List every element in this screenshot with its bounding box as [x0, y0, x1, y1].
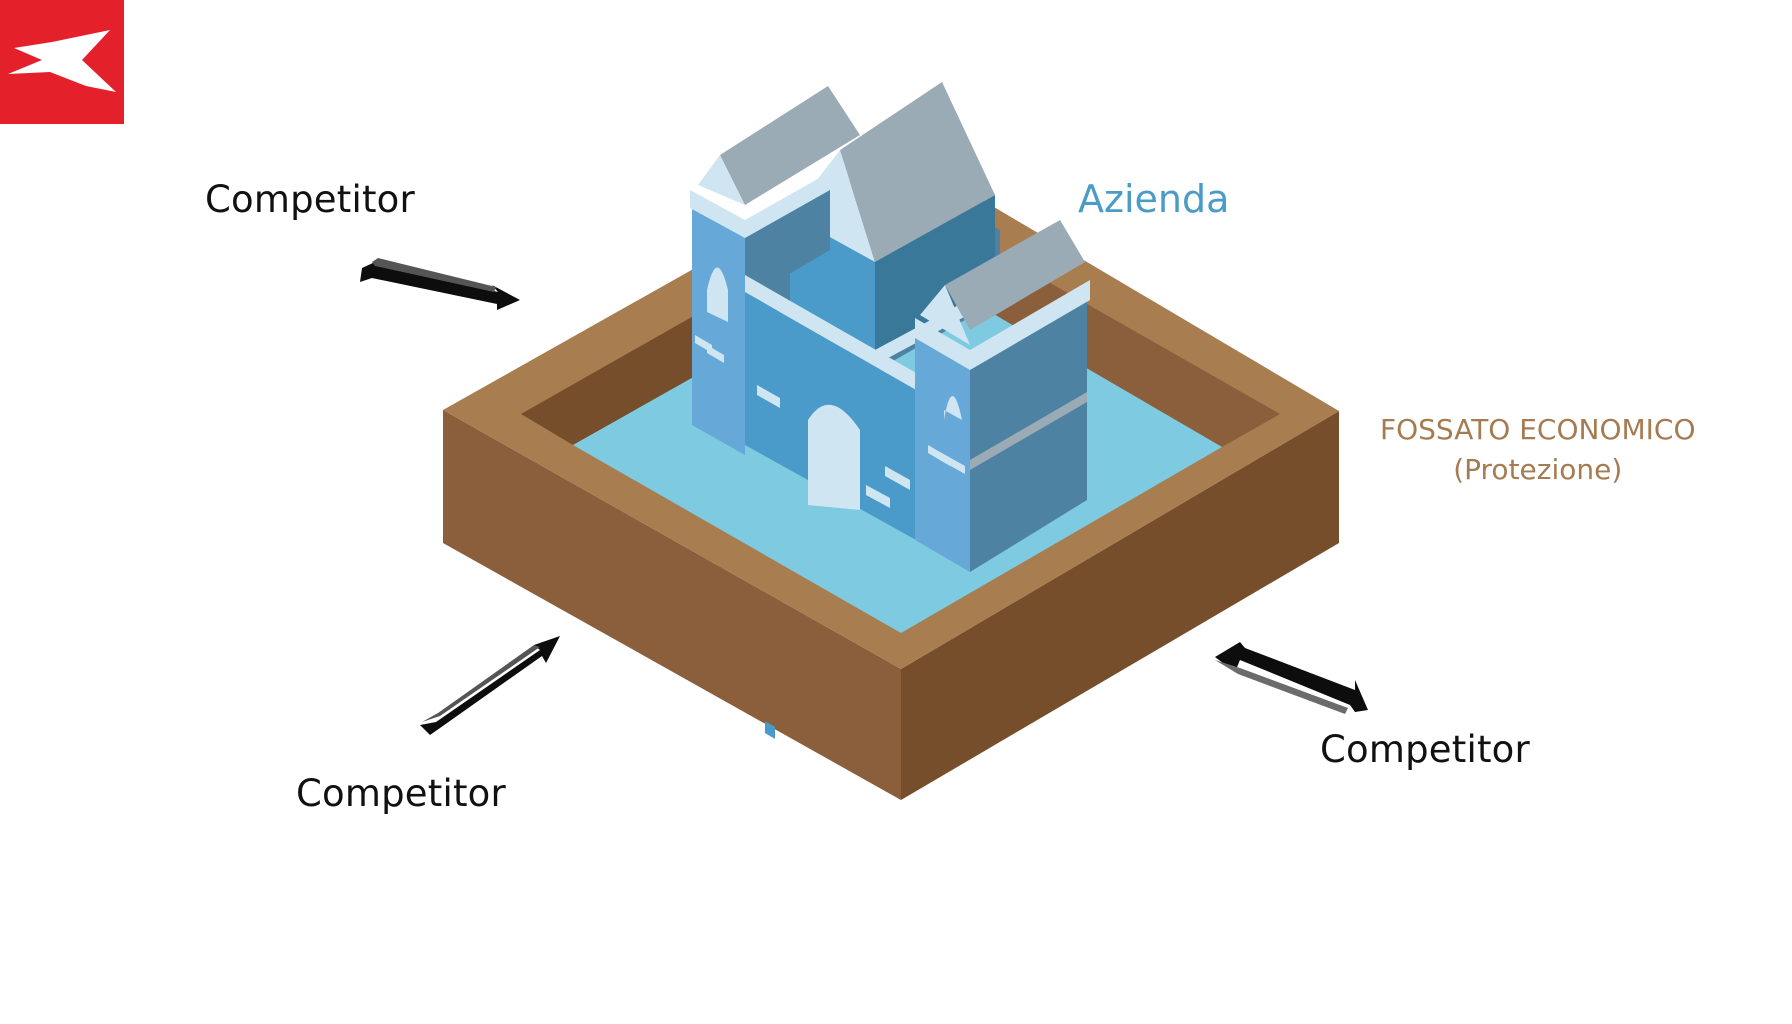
castle	[690, 82, 1090, 739]
brick	[757, 385, 780, 408]
right-tower-roof	[945, 220, 1085, 330]
brick	[885, 466, 910, 490]
moat-side-left	[443, 410, 901, 800]
brick	[707, 345, 724, 363]
crenellations	[765, 721, 775, 739]
left-tower-window	[707, 267, 728, 322]
competitor-arrow-top-left	[360, 258, 520, 310]
castle-front-battlement	[745, 275, 925, 395]
left-tower-front	[692, 205, 745, 455]
brand-logo	[0, 0, 124, 124]
company-label: Azienda	[1078, 177, 1230, 221]
left-tower-roof	[720, 86, 860, 205]
right-tower-roof-gable	[920, 285, 970, 345]
brick	[940, 452, 965, 474]
moat-label: FOSSATO ECONOMICO (Protezione)	[1380, 410, 1696, 490]
right-tower-window	[944, 396, 962, 420]
castle-keep-roof	[840, 82, 995, 262]
right-tower-band	[970, 392, 1087, 470]
left-tower-side	[745, 185, 830, 300]
castle-keep-roof-gable	[790, 150, 875, 262]
right-tower-ledge	[915, 280, 1090, 370]
x-logo-icon	[8, 30, 116, 92]
moat-title: FOSSATO ECONOMICO	[1380, 413, 1696, 446]
castle-gate	[808, 404, 860, 510]
competitor-label-bottom-left: Competitor	[296, 772, 506, 815]
moat-side-right	[901, 411, 1339, 800]
moat-subtitle: (Protezione)	[1453, 453, 1623, 486]
competitor-arrow-bottom-left	[420, 636, 560, 735]
brick	[866, 485, 890, 508]
right-tower-front	[915, 330, 970, 572]
competitor-label-top-left: Competitor	[205, 178, 415, 221]
left-tower-battlement	[690, 172, 830, 238]
castle-keep-side	[875, 195, 995, 350]
left-tower-roof-gable	[698, 155, 745, 205]
competitor-label-bottom-right: Competitor	[1320, 728, 1530, 771]
competitor-arrow-bottom-right	[1215, 642, 1368, 714]
